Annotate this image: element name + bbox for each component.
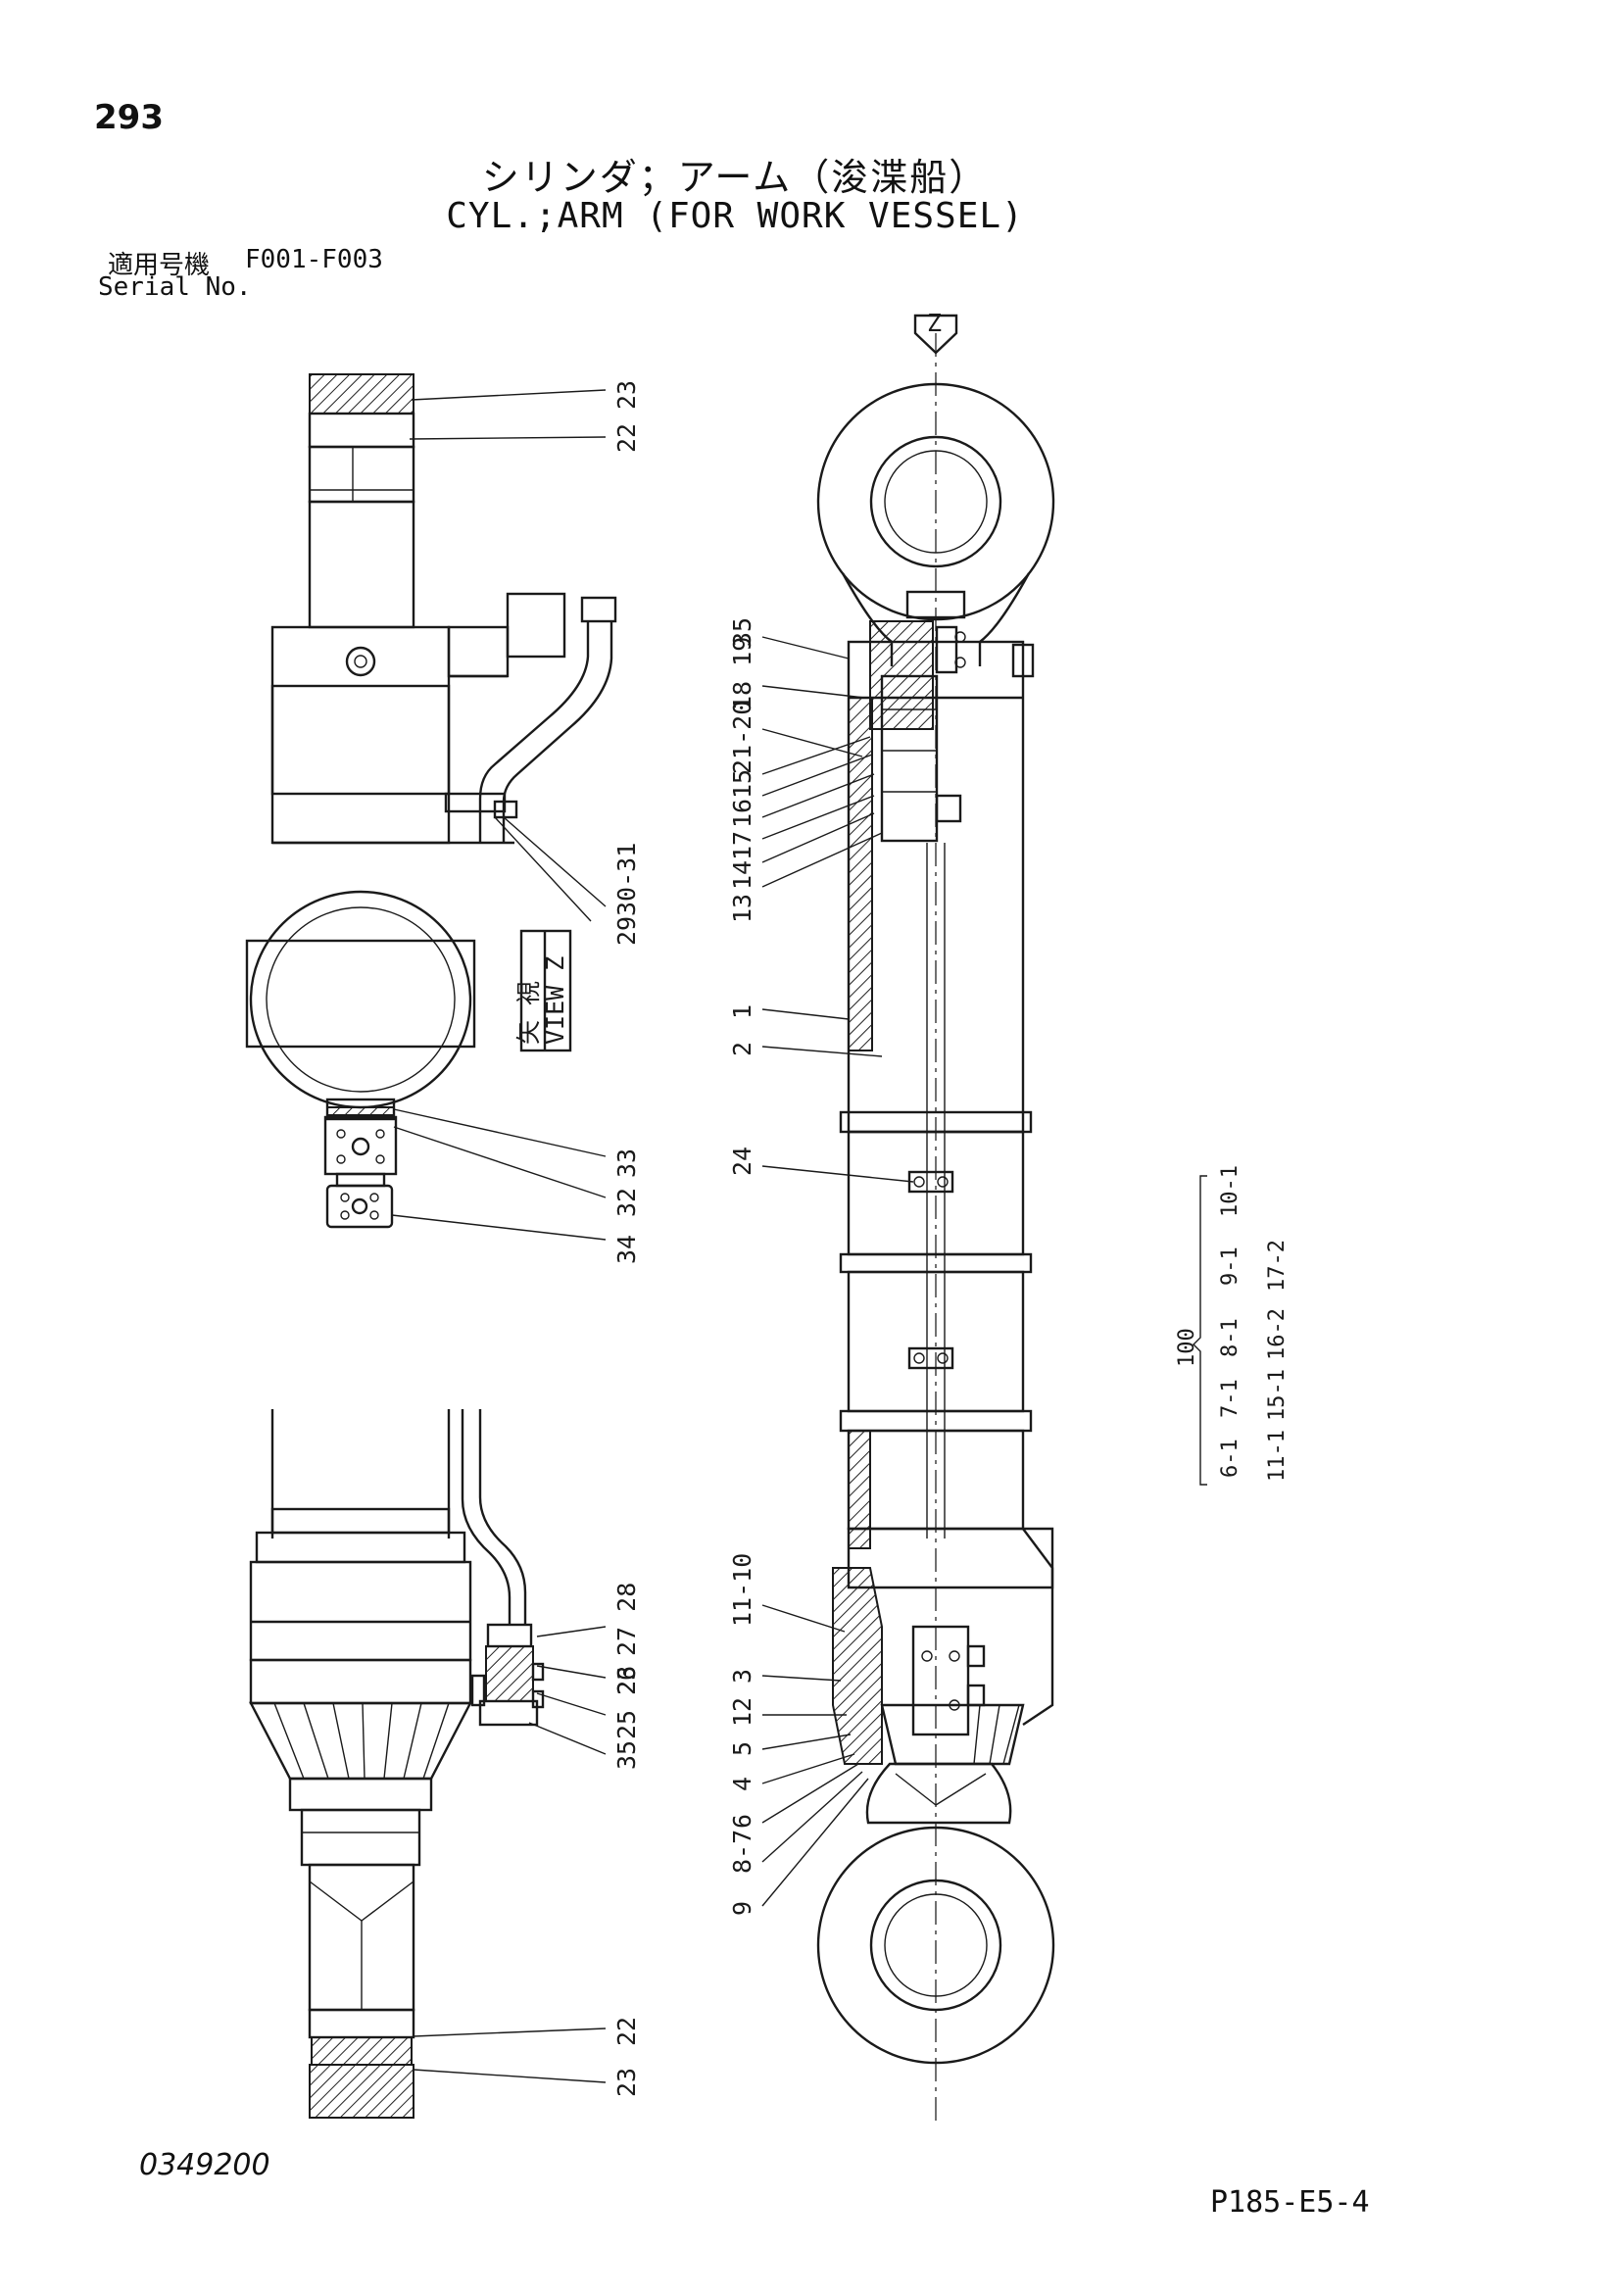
view-z-arrow-label: Z	[927, 309, 942, 337]
callout-rod-end-30-31: 30-31	[612, 843, 641, 916]
page-number: 293	[94, 98, 164, 137]
kit-row1-item-4: 9-1	[1218, 1246, 1243, 1286]
view-z-box-japanese: 矢 視	[514, 981, 543, 1045]
seal-kit-group: 100 6-1 7-1 8-1 9-1 10-1 11-1 15-1 16-2 …	[1175, 1165, 1290, 1486]
rod-end-section-view	[270, 373, 617, 845]
callout-cyl-16: 16	[728, 799, 756, 828]
kit-row2-item-1: 11-1	[1265, 1430, 1290, 1482]
callout-cyl-3: 3	[728, 1669, 756, 1684]
view-z-detail	[245, 890, 572, 1229]
callout-head-end-23: 23	[612, 2068, 641, 2097]
title-japanese: シリンダ；アーム（浚渫船）	[481, 156, 989, 199]
callout-cyl-12: 12	[728, 1697, 756, 1727]
head-end-section-view	[249, 1409, 545, 2119]
callout-head-end-26: 26	[612, 1666, 641, 1695]
kit-row1-item-2: 7-1	[1218, 1379, 1243, 1418]
serial-label-japanese: 適用号機	[108, 251, 211, 280]
kit-row1-item-3: 8-1	[1218, 1318, 1243, 1357]
callouts-head-end: 27 28 26 25 23 35 22 23	[612, 1583, 641, 2097]
callout-cyl-24: 24	[728, 1147, 756, 1176]
cylinder-assembly-view	[816, 314, 1055, 2126]
callout-rod-end-22: 22	[612, 423, 641, 453]
kit-row1-item-5: 10-1	[1218, 1165, 1243, 1217]
drawing-code: 0349200	[139, 2148, 270, 2182]
callout-cyl-21-20: 21-20	[728, 701, 756, 774]
callout-cyl-18-19: 18 19	[728, 637, 756, 710]
callout-view-z-34: 34	[612, 1235, 641, 1264]
serial-value: F001-F003	[245, 245, 383, 274]
title-english: CYL.;ARM (FOR WORK VESSEL)	[446, 196, 1024, 236]
callouts-view-z: 33 32 34	[612, 1148, 641, 1264]
serial-label-english: Serial No.	[98, 272, 252, 302]
view-z-box-english: VIEW Z	[541, 956, 569, 1045]
kit-row2-item-4: 17-2	[1265, 1240, 1290, 1292]
callout-view-z-33: 33	[612, 1148, 641, 1178]
leader-lines	[391, 389, 914, 2083]
kit-row2-item-3: 16-2	[1265, 1308, 1290, 1360]
callouts-cylinder-upper: 35 18 19 21-20 15 16 17 14 13 1 2 24	[728, 617, 756, 1176]
callout-cyl-15: 15	[728, 769, 756, 799]
callouts-cylinder-lower: 11-10 3 12 5 4 6 8-7 9	[728, 1553, 756, 1916]
callout-rod-end-29: 29	[612, 916, 641, 946]
kit-label: 100	[1175, 1328, 1199, 1367]
callout-cyl-1: 1	[728, 1004, 756, 1019]
callout-cyl-8-7: 8-7	[728, 1830, 756, 1874]
callout-head-end-27-28: 27 28	[612, 1583, 641, 1656]
callout-cyl-4: 4	[728, 1777, 756, 1791]
callout-cyl-17: 17	[728, 831, 756, 860]
callout-cyl-13: 13	[728, 894, 756, 923]
callout-view-z-32: 32	[612, 1188, 641, 1217]
callout-cyl-2: 2	[728, 1042, 756, 1056]
callout-cyl-5: 5	[728, 1741, 756, 1756]
callout-cyl-6: 6	[728, 1814, 756, 1829]
sheet-code: P185-E5-4	[1210, 2185, 1370, 2220]
callout-head-end-35: 35	[612, 1740, 641, 1770]
callout-cyl-14: 14	[728, 860, 756, 890]
kit-row2-item-2: 15-1	[1265, 1369, 1290, 1421]
callout-cyl-35: 35	[728, 617, 756, 647]
callout-head-end-25-23: 25 23	[612, 1666, 641, 1739]
callouts-rod-end: 23 22 30-31 29	[612, 380, 641, 946]
callout-head-end-22: 22	[612, 2017, 641, 2046]
callout-rod-end-23: 23	[612, 380, 641, 410]
callout-cyl-11-10: 11-10	[728, 1553, 756, 1627]
kit-row1-item-1: 6-1	[1218, 1439, 1243, 1478]
callout-cyl-9: 9	[728, 1901, 756, 1916]
